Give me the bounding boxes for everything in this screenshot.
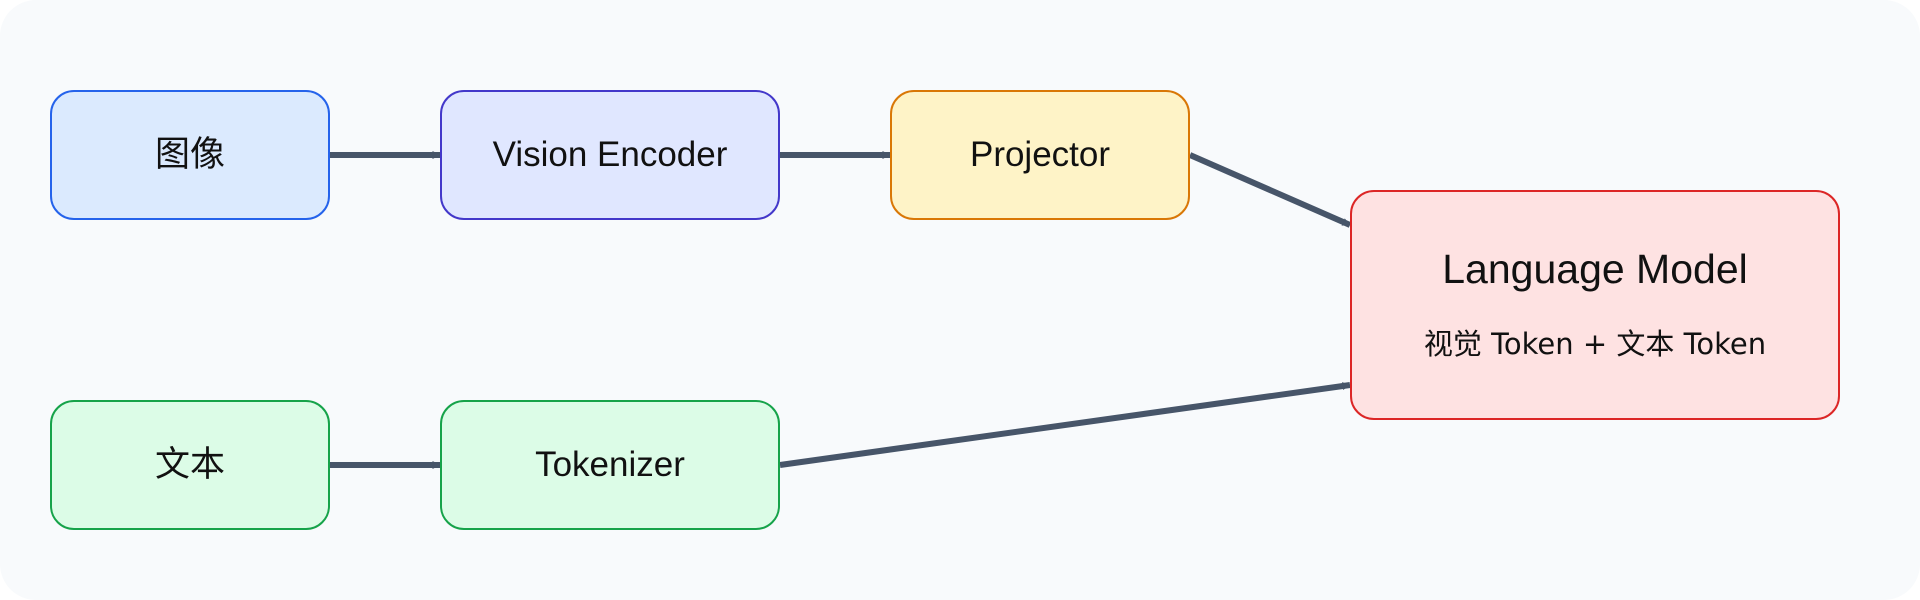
edge-projector-to-language_model xyxy=(1188,152,1352,228)
node-text-label: 文本 xyxy=(154,444,225,485)
node-vision-encoder-label: Vision Encoder xyxy=(492,134,728,174)
node-image-label: 图像 xyxy=(154,134,225,175)
node-projector-label: Projector xyxy=(969,134,1111,174)
edge-tokenizer-to-language_model xyxy=(779,382,1351,468)
node-language-model: Language Model 视觉 Token + 文本 Token xyxy=(1350,190,1840,420)
node-language-model-label: Language Model xyxy=(1442,246,1748,293)
node-tokenizer-label: Tokenizer xyxy=(535,444,685,484)
node-vision-encoder: Vision Encoder xyxy=(440,90,780,220)
node-projector: Projector xyxy=(890,90,1190,220)
node-tokenizer: Tokenizer xyxy=(440,400,780,530)
node-text: 文本 xyxy=(50,400,330,530)
node-language-model-sublabel: 视觉 Token + 文本 Token xyxy=(1423,326,1767,361)
node-image: 图像 xyxy=(50,90,330,220)
